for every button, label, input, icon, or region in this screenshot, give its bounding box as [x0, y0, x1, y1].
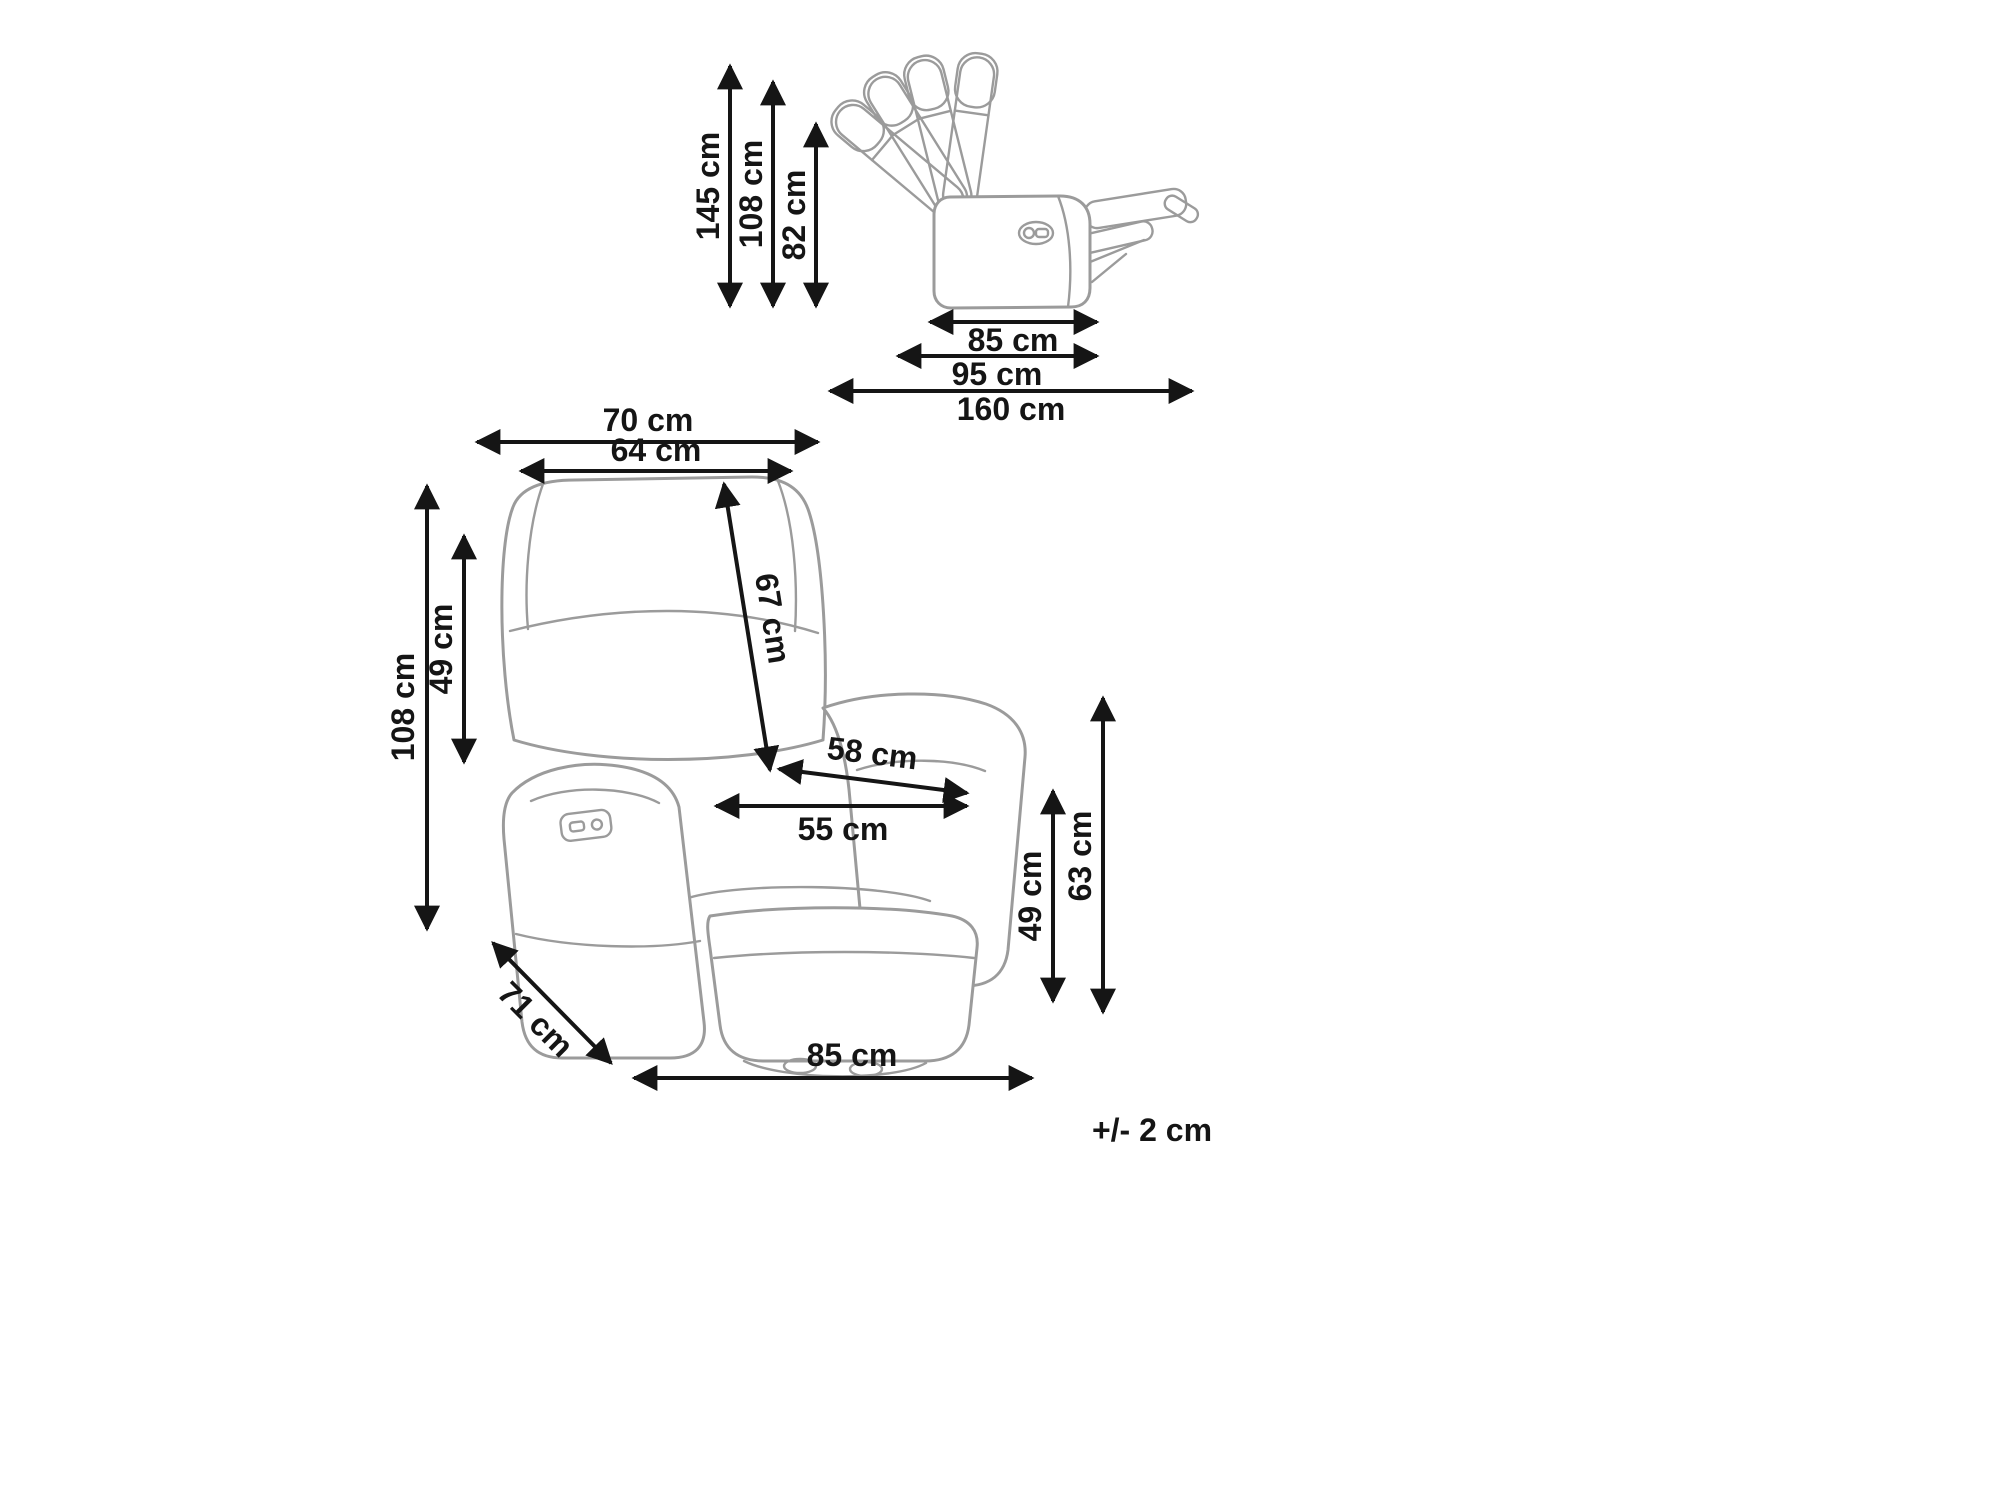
side-view-dimensions: 145 cm 108 cm 82 cm 85 cm 95 cm 160 cm: [690, 63, 1195, 427]
dim-side-base-depth: 95 cm: [895, 343, 1100, 392]
front-view-chair: [500, 475, 1027, 1078]
dim-front-backrest-inner-height: 49 cm: [423, 533, 477, 765]
backrest-recline-fan: [830, 51, 999, 219]
dim-side-seat-back-height: 82 cm: [776, 121, 829, 309]
recline-lever-detail: [1017, 220, 1055, 246]
dim-front-backrest-width: 64 cm: [518, 432, 794, 484]
tolerance-note: +/- 2 cm: [1092, 1112, 1212, 1148]
dimension-label: 145 cm: [690, 132, 726, 241]
dimension-label: 49 cm: [423, 604, 459, 695]
dim-front-top-width: 70 cm: [474, 402, 821, 455]
dim-side-backrest-height: 108 cm: [733, 79, 786, 309]
base-outline: [706, 906, 979, 1078]
dim-front-total-height: 108 cm: [385, 483, 440, 932]
power-control-detail: [559, 808, 613, 842]
dimension-label: 95 cm: [952, 356, 1043, 392]
dimension-label: 160 cm: [957, 391, 1066, 427]
side-view-chair: [830, 51, 1200, 310]
dim-front-base-width: 85 cm: [631, 1037, 1035, 1091]
dim-front-seat-width: 55 cm: [713, 793, 970, 847]
dim-side-reclined-length: 160 cm: [827, 378, 1195, 427]
headrest-seam: [508, 609, 820, 635]
dimension-label: 64 cm: [611, 432, 702, 468]
dim-front-seat-height: 49 cm: [1012, 788, 1066, 1004]
dim-side-total-height: 145 cm: [690, 63, 743, 309]
dimension-label: 85 cm: [807, 1037, 898, 1073]
footrest-outline: [1078, 187, 1200, 284]
dimension-label: 108 cm: [733, 140, 769, 249]
dimension-label: 85 cm: [968, 322, 1059, 358]
dim-front-armrest-height: 63 cm: [1062, 695, 1116, 1015]
front-view-dimensions: 70 cm 64 cm 108 cm 49 cm 67 cm 58 cm 55 …: [385, 402, 1116, 1091]
dimension-label: 63 cm: [1062, 811, 1098, 902]
seat-front-edge: [686, 885, 932, 903]
dim-side-seat-depth: 85 cm: [927, 309, 1100, 358]
side-body-outline: [932, 194, 1092, 310]
dimension-label: 70 cm: [603, 402, 694, 438]
dimension-label: 55 cm: [798, 811, 889, 847]
dimension-label: 108 cm: [385, 653, 421, 762]
dimension-label: 82 cm: [776, 170, 812, 261]
dimension-label: 49 cm: [1012, 851, 1048, 942]
